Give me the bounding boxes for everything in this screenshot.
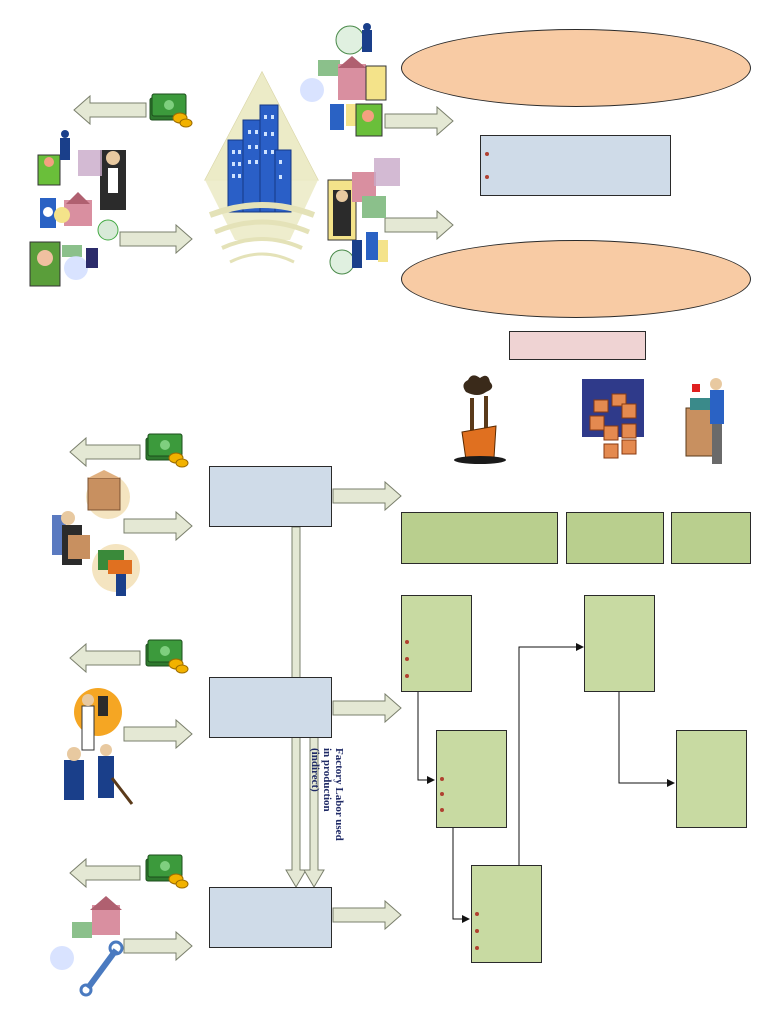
connector-arrow bbox=[618, 692, 675, 787]
block-arrow-right bbox=[332, 480, 402, 512]
flow-box-wip-1 bbox=[436, 730, 507, 828]
process-box-1 bbox=[209, 466, 332, 527]
people-collage-icon bbox=[327, 158, 400, 275]
money-stack-icon bbox=[149, 93, 193, 128]
block-arrow-left bbox=[69, 436, 141, 468]
salesperson-desk-icon bbox=[685, 378, 724, 464]
office-building-icon bbox=[204, 70, 319, 264]
block-arrow-down bbox=[303, 736, 325, 888]
flow-box-wip-2 bbox=[471, 865, 542, 963]
factory-labor-label-line1: Factory Labor used bbox=[333, 748, 345, 841]
factory-labor-label-line2: in production bbox=[321, 748, 333, 812]
money-stack-icon bbox=[145, 639, 189, 674]
pink-label-box bbox=[509, 331, 646, 360]
block-arrow-left bbox=[73, 94, 147, 126]
flow-box-finished-goods bbox=[584, 595, 655, 692]
bullet-marker bbox=[405, 640, 409, 644]
connector-arrow bbox=[518, 643, 584, 865]
bullet-marker bbox=[440, 808, 444, 812]
flow-box-cogs bbox=[676, 730, 747, 828]
bullet-marker bbox=[475, 912, 479, 916]
header-box-2 bbox=[566, 512, 664, 564]
middle-oval bbox=[401, 240, 751, 318]
connector-arrow bbox=[417, 692, 435, 784]
bullet-marker bbox=[440, 777, 444, 781]
factory-labor-label-line3: (indirect) bbox=[309, 748, 321, 792]
worker-group-icon bbox=[52, 470, 140, 596]
bullet-marker bbox=[405, 657, 409, 661]
block-arrow-right bbox=[384, 209, 454, 241]
top-info-box bbox=[480, 135, 671, 196]
bullet-marker bbox=[485, 175, 489, 179]
money-stack-icon bbox=[145, 854, 189, 889]
people-collage-icon bbox=[29, 130, 126, 287]
block-arrow-right bbox=[332, 899, 402, 931]
bullet-marker bbox=[485, 152, 489, 156]
block-arrow-left bbox=[69, 857, 141, 889]
utilities-collage-icon bbox=[50, 896, 124, 997]
header-box-3 bbox=[671, 512, 751, 564]
inventory-boxes-icon bbox=[582, 379, 644, 459]
block-arrow-right bbox=[119, 223, 193, 255]
factory-labor-label: Factory Labor used in production (indire… bbox=[305, 748, 345, 888]
header-box-1 bbox=[401, 512, 558, 564]
utilities-collage-icon bbox=[300, 23, 387, 137]
top-oval bbox=[401, 29, 751, 107]
block-arrow-right bbox=[123, 510, 193, 542]
factory-smokestack-icon bbox=[454, 375, 506, 464]
bullet-marker bbox=[440, 792, 444, 796]
block-arrow-right bbox=[123, 930, 193, 962]
block-arrow-right bbox=[332, 692, 402, 724]
bullet-marker bbox=[475, 929, 479, 933]
process-box-3 bbox=[209, 887, 332, 948]
bullet-marker bbox=[405, 674, 409, 678]
block-arrow-left bbox=[69, 642, 141, 674]
factory-workers-icon bbox=[64, 688, 134, 805]
flow-box-raw-materials bbox=[401, 595, 472, 692]
block-arrow-right bbox=[123, 718, 193, 750]
block-arrow-right bbox=[384, 105, 454, 137]
money-stack-icon bbox=[145, 433, 189, 468]
bullet-marker bbox=[475, 946, 479, 950]
process-box-2 bbox=[209, 677, 332, 738]
connector-arrow bbox=[452, 828, 470, 923]
